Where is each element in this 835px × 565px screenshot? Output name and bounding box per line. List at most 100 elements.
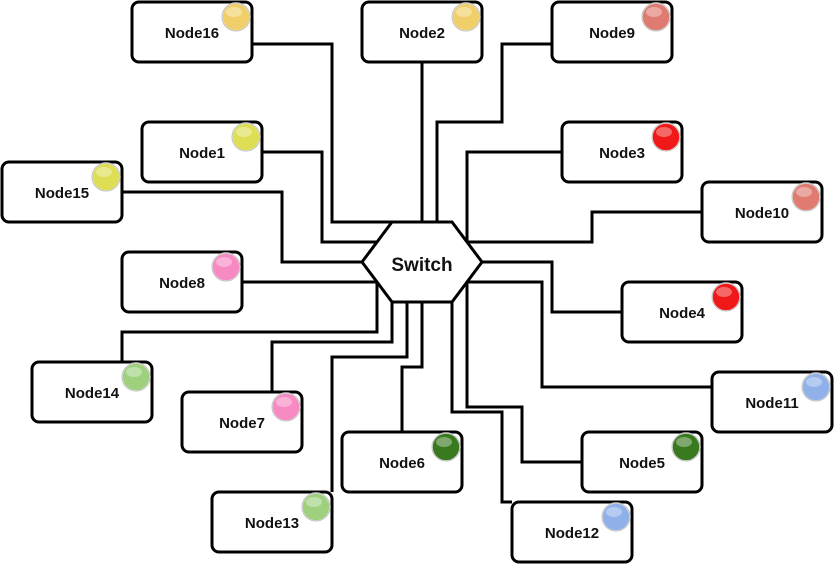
node-label: Node12 [545,525,599,542]
status-indicator-ring [121,362,151,392]
connector-node14 [120,282,379,362]
connector-node4 [482,260,622,314]
status-indicator-icon [651,122,681,152]
connector-node15 [122,190,362,264]
switch-hexagon [360,220,484,304]
node-box-node11[interactable]: Node11 [710,370,834,434]
status-indicator-highlight [716,287,732,297]
status-indicator-highlight [456,7,472,17]
node-label: Node4 [659,305,706,322]
status-indicator-ring [641,2,671,32]
node-box-node14[interactable]: Node14 [30,360,154,424]
status-indicator-ring [271,392,301,422]
node-box-node6[interactable]: Node6 [340,430,464,494]
status-indicator-ring [301,492,331,522]
node-label: Node9 [589,25,635,42]
node-box-node8[interactable]: Node8 [120,250,244,314]
node-label: Node2 [399,25,445,42]
connectors [120,42,712,504]
status-indicator-ring [671,432,701,462]
node-label: Node15 [35,185,89,202]
status-indicator-icon [271,392,301,422]
status-indicator-ring [601,502,631,532]
node-label: Node6 [379,455,425,472]
status-indicator-ring [451,2,481,32]
status-indicator-highlight [436,437,452,447]
status-indicator-highlight [796,187,812,197]
status-indicator-highlight [656,127,672,137]
node-box-node16[interactable]: Node16 [130,0,254,64]
node-label: Node14 [65,385,120,402]
status-indicator-icon [301,492,331,522]
status-indicator-icon [211,252,241,282]
node-label: Node5 [619,455,665,472]
status-indicator-highlight [676,437,692,447]
status-indicator-ring [221,2,251,32]
switch-label: Switch [391,255,452,276]
status-indicator-highlight [96,167,112,177]
node-box-node1[interactable]: Node1 [140,120,264,184]
status-indicator-icon [91,162,121,192]
node-label: Node10 [735,205,789,222]
status-indicator-highlight [236,127,252,137]
connector-node5 [465,282,582,464]
status-indicator-icon [221,2,251,32]
connector-node7 [270,302,394,392]
node-label: Node1 [179,145,225,162]
node-box-node9[interactable]: Node9 [550,0,674,64]
status-indicator-ring [791,182,821,212]
status-indicator-icon [671,432,701,462]
status-indicator-highlight [226,7,242,17]
status-indicator-icon [711,282,741,312]
status-indicator-ring [91,162,121,192]
node-label: Node11 [745,395,798,412]
node-label: Node7 [219,415,265,432]
node-box-node12[interactable]: Node12 [510,500,634,564]
node-box-node13[interactable]: Node13 [210,490,334,554]
node-box-node4[interactable]: Node4 [620,280,744,344]
connector-node12 [450,302,512,504]
connector-node11 [467,280,712,389]
node-box-node2[interactable]: Node2 [360,0,484,64]
status-indicator-ring [711,282,741,312]
status-indicator-icon [801,372,831,402]
status-indicator-highlight [806,377,822,387]
status-indicator-icon [641,2,671,32]
status-indicator-ring [231,122,261,152]
status-indicator-highlight [606,507,622,517]
connector-node6 [400,302,424,432]
node-box-node15[interactable]: Node15 [0,160,124,224]
status-indicator-icon [451,2,481,32]
node-label: Node8 [159,275,205,292]
status-indicator-highlight [306,497,322,507]
connector-node3 [465,150,562,242]
connector-node9 [435,42,552,222]
status-indicator-highlight [216,257,232,267]
status-indicator-icon [431,432,461,462]
connector-node10 [467,210,702,244]
status-indicator-highlight [276,397,292,407]
connector-node13 [330,302,409,492]
status-indicator-ring [431,432,461,462]
connector-node16 [252,42,392,224]
status-indicator-ring [801,372,831,402]
node-label: Node3 [599,145,645,162]
status-indicator-highlight [646,7,662,17]
status-indicator-ring [211,252,241,282]
node-label: Node16 [165,25,219,42]
node-label: Node13 [245,515,299,532]
status-indicator-highlight [126,367,142,377]
status-indicator-icon [791,182,821,212]
node-box-node10[interactable]: Node10 [700,180,824,244]
connector-node1 [262,150,377,244]
switch-node[interactable]: Switch [360,220,484,304]
status-indicator-icon [601,502,631,532]
node-box-node3[interactable]: Node3 [560,120,684,184]
node-box-node5[interactable]: Node5 [580,430,704,494]
status-indicator-icon [231,122,261,152]
node-box-node7[interactable]: Node7 [180,390,304,454]
status-indicator-ring [651,122,681,152]
status-indicator-icon [121,362,151,392]
